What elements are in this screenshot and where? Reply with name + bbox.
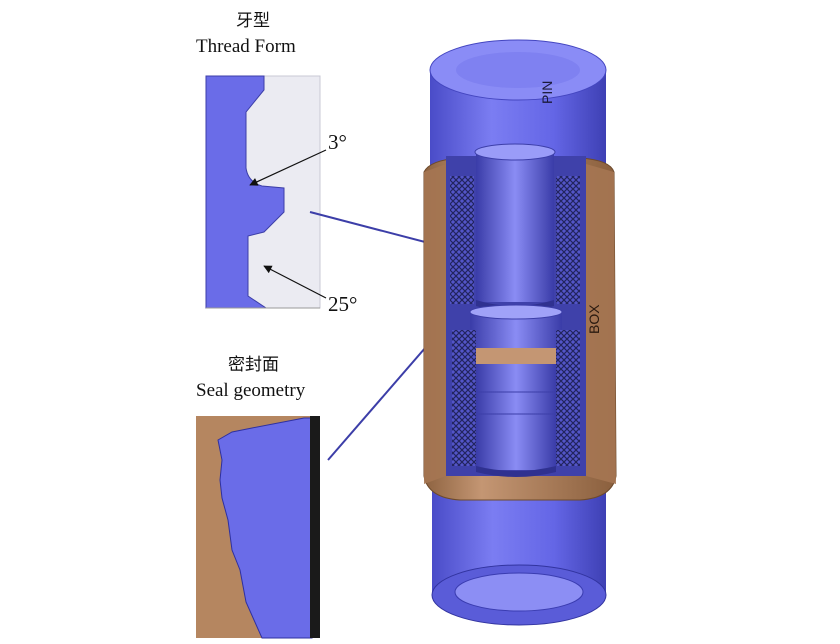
pin-label: PIN [539,81,555,104]
angle-3deg-pointer [249,149,327,186]
lower-pipe-body [432,470,606,595]
angle-25deg-pointer [263,265,327,299]
lower-pipe-bore [454,572,584,612]
box-label: BOX [586,304,602,334]
upper-thread-right [556,176,580,304]
thread-form-title-cn: 牙型 [236,11,270,31]
pin-pipe-body [430,70,606,180]
seal-profile-shape [217,417,313,639]
lower-thread-right [556,330,580,466]
coupling-assembly [423,39,617,626]
upper-thread-left [450,176,474,304]
seal-geometry-panel [196,416,320,639]
inner-seal-band [476,348,556,364]
thread-form-title-en: Thread Form [196,36,296,57]
angle-label-3deg: 3° [328,130,347,154]
angle-label-25deg: 25° [328,292,358,316]
seal-geometry-title-cn: 密封面 [228,355,279,375]
seal-geometry-title-en: Seal geometry [196,380,306,401]
lower-thread-left [452,330,476,466]
thread-form-panel [205,75,321,309]
